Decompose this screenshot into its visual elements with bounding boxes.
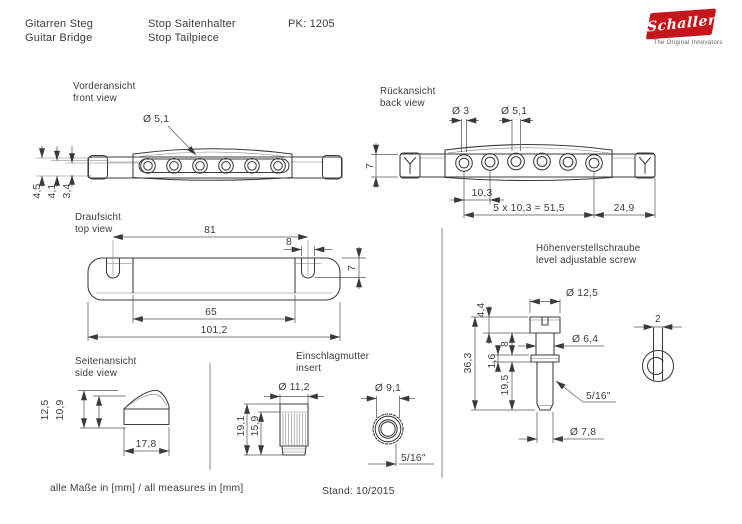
side-front-height-label: 10,9 xyxy=(55,400,66,421)
insert-outer-dia-label: Ø 11,2 xyxy=(278,382,309,393)
front-view-label: Vorderansicht front view xyxy=(73,81,136,104)
part-type-de: Stop Saitenhalter xyxy=(148,18,236,30)
top-slot-width-label: 8 xyxy=(286,237,292,248)
top-view-label: Draufsicht top view xyxy=(75,212,121,235)
back-pitch-total-label: 5 x 10,3 = 51,5 xyxy=(493,203,564,214)
side-view-label-en: side view xyxy=(75,367,118,379)
top-view-dimensions: 81 8 7 65 101,2 xyxy=(87,225,366,341)
brand-logo: Schaller The Original Innovators xyxy=(645,8,728,46)
top-body-length-label: 65 xyxy=(205,307,217,318)
product-title-de: Gitarren Steg xyxy=(25,18,94,30)
insert-head-dia-label: Ø 9,1 xyxy=(375,383,401,394)
insert-view-label-de: Einschlagmutter xyxy=(296,351,370,362)
front-view-dimensions: Ø 5,1 4,5 4,1 3,4 xyxy=(32,114,197,198)
insert-length-body-label: 15,9 xyxy=(250,416,261,437)
insert-length-total-label: 19,1 xyxy=(236,416,247,437)
back-height-label: 7 xyxy=(365,163,376,169)
top-view-label-en: top view xyxy=(75,223,113,235)
front-view-label-de: Vorderansicht xyxy=(73,81,136,92)
screw-dimensions: Ø 12,5 4,4 8 1,6 19,5 36,3 Ø 6,4 xyxy=(463,288,682,443)
screw-shaft-dia-label: Ø 6,4 xyxy=(572,334,598,345)
front-h2-label: 4,1 xyxy=(47,183,58,198)
back-stud-offset-label: 24,9 xyxy=(614,203,635,214)
back-mount-hole-dia-label: Ø 3 xyxy=(452,106,469,117)
front-h3-label: 3,4 xyxy=(62,183,73,198)
screw-shoulder-height-label: 8 xyxy=(500,341,511,347)
back-view-drawing xyxy=(399,144,656,182)
screw-head-dia-label: Ø 12,5 xyxy=(566,288,598,299)
screw-overall-length-label: 36,3 xyxy=(463,353,474,374)
insert-dimensions: Ø 11,2 19,1 15,9 Ø 9,1 5/16" xyxy=(236,382,434,467)
units-note: alle Maße in [mm] / all measures in [mm] xyxy=(50,483,244,494)
back-hole-pitch-label: 10,3 xyxy=(472,188,493,199)
insert-thread-label: 5/16" xyxy=(401,453,426,464)
back-view-label-de: Rückansicht xyxy=(380,86,436,97)
top-slot-depth-label: 7 xyxy=(347,265,358,271)
front-h1-label: 4,5 xyxy=(32,183,43,198)
side-overall-height-label: 12,5 xyxy=(40,400,51,421)
front-view-drawing xyxy=(87,148,343,181)
screw-thread-dia-label: Ø 7,8 xyxy=(570,427,596,438)
top-view-drawing xyxy=(87,240,341,301)
product-title-en: Guitar Bridge xyxy=(25,32,93,44)
revision-date: Stand: 10/2015 xyxy=(322,486,395,497)
screw-view-label-en: level adjustable screw xyxy=(536,254,637,266)
product-title: Gitarren Steg Guitar Bridge xyxy=(25,17,93,45)
screw-washer-height-label: 1,6 xyxy=(487,353,498,368)
insert-drawing xyxy=(279,403,404,456)
side-view-label: Seitenansicht side view xyxy=(75,356,136,379)
back-view-label: Rückansicht back view xyxy=(380,86,436,109)
part-code: PK: 1205 xyxy=(288,18,335,30)
screw-view-label: Höhenverstellschraube level adjustable s… xyxy=(536,243,640,266)
back-string-hole-dia-label: Ø 5,1 xyxy=(501,106,527,117)
front-view-label-en: front view xyxy=(73,92,117,104)
side-view-label-de: Seitenansicht xyxy=(75,356,137,367)
logo-tagline: The Original Innovators xyxy=(653,40,723,46)
back-view-label-en: back view xyxy=(380,97,425,109)
top-overall-length-label: 101,2 xyxy=(201,325,228,336)
side-view-dimensions: 12,5 10,9 17,8 xyxy=(40,390,170,456)
screw-head-height-label: 4,4 xyxy=(476,302,487,317)
insert-view-label: Einschlagmutter insert xyxy=(296,351,369,374)
front-hole-dia-label: Ø 5,1 xyxy=(143,114,169,125)
top-stud-spacing-label: 81 xyxy=(204,225,216,236)
top-view-label-de: Draufsicht xyxy=(75,212,122,223)
screw-view-label-de: Höhenverstellschraube xyxy=(536,243,641,254)
back-view-dimensions: Ø 3 Ø 5,1 7 10,3 5 x 10,3 = 51,5 24,9 xyxy=(365,106,656,218)
insert-view-label-en: insert xyxy=(296,362,322,374)
part-type: Stop Saitenhalter Stop Tailpiece xyxy=(148,17,236,45)
screw-thread-length-label: 19,5 xyxy=(500,375,511,396)
side-width-label: 17,8 xyxy=(136,439,157,450)
screw-slot-width-label: 2 xyxy=(655,314,661,325)
part-type-en: Stop Tailpiece xyxy=(148,32,220,44)
side-view-drawing xyxy=(123,389,170,426)
screw-thread-label: 5/16" xyxy=(586,391,611,402)
